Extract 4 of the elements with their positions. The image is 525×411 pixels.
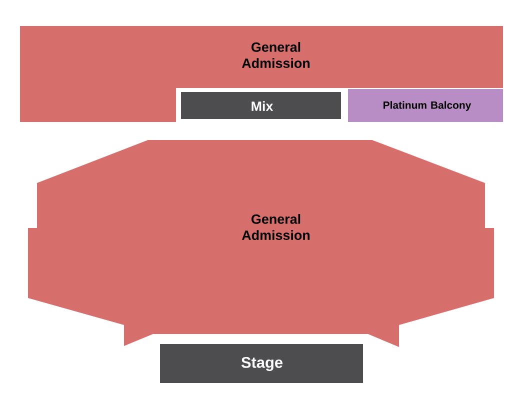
stage-area: Stage <box>160 344 363 383</box>
seating-section: Platinum Balcony <box>348 89 503 122</box>
mix-area: Mix <box>181 92 341 119</box>
seating-section: General Admission <box>28 140 494 347</box>
